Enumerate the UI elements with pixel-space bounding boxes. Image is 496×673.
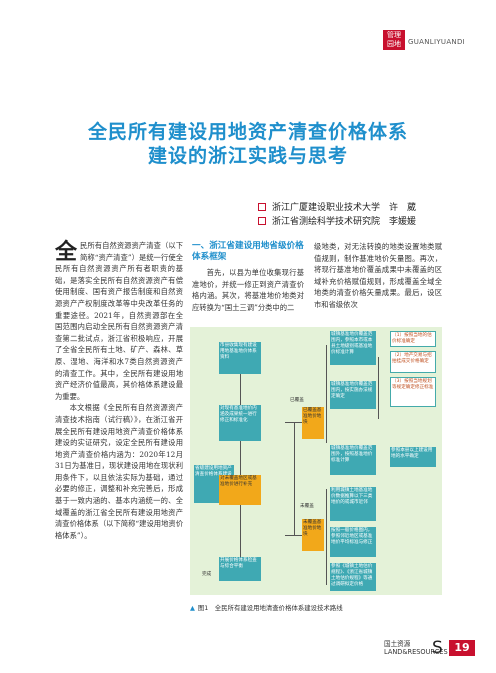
square-bullet-icon: [258, 203, 266, 211]
square-bullet-icon: [258, 217, 266, 225]
connector-line: [240, 365, 241, 561]
flow-box-r3: （3）按照当地规划等规定确定修正标准: [390, 377, 436, 407]
author-2-text: 浙江省测绘科学技术研究院 李媛媛: [272, 217, 417, 227]
column-logo: 管理 园地: [383, 30, 405, 50]
flow-box-r1: （1）按照当地的估价标准确定: [390, 331, 436, 347]
body-column-3: 级地类，对无法转换的地类设置地类赋值规则，制作基准地价矢量图。再次，将现行基准地…: [314, 242, 442, 309]
connector-line: [326, 489, 327, 585]
connector-line: [285, 422, 302, 423]
flow-box-b3: 参照《城镇土地估价规程》、《浙江省城镇土地估价规程》等通过调研拟定价格: [330, 563, 376, 591]
author-line-1: 浙江广厦建设职业技术大学 许 葳: [258, 200, 416, 213]
magazine-s-letter: S: [432, 638, 443, 658]
author-line-2: 浙江省测绘科学技术研究院 李媛媛: [258, 214, 416, 227]
flow-box-step2: 对现有基准地价内涵及成果统一进行修正和标准化: [219, 405, 261, 441]
figure-caption-text: 图1 全民所有建设用地清查价格体系建设技术路线: [197, 604, 343, 612]
column-logo-line2: 园地: [387, 40, 401, 48]
flowchart-figure: 省级建设用地资产清查价格体系建设 市县收集现有建设用地基准地价体系资料 对现有基…: [190, 327, 442, 595]
figure-label-complete: 完成: [202, 572, 212, 577]
paragraph-1: 民所有自然资源资产清查（以下简称“资产清查”）是统一行使全民所有自然资源资产所有…: [55, 241, 183, 401]
author-1-text: 浙江广厦建设职业技术大学 许 葳: [272, 203, 417, 213]
figure-label-uncovered: 未覆盖: [300, 504, 314, 509]
triangle-marker-icon: ▲: [190, 604, 195, 612]
section-heading: 一、浙江省建设用地省级价格体系框架: [192, 241, 304, 262]
flow-box-a2: 城镇基准地价覆盖范围内，按实施办法规定确定: [330, 381, 376, 409]
article-title-line2: 建设的浙江实践与思考: [147, 145, 348, 167]
body-column-2: 首先，以县为单位收集现行基准地价，并统一修正到资产清查价格内涵。其次，将基准地价…: [192, 268, 304, 312]
flow-box-r4: 参照本县以上建设用地的水平确定: [390, 447, 436, 467]
flow-box-a3: 城镇基准地价覆盖范围外，按照基准地价标准计算: [330, 445, 376, 475]
connector-line: [294, 422, 295, 536]
magazine-name-en: LAND&RESOURCES: [384, 648, 448, 656]
flow-box-b1: 利用城镇土地基准地价数据推算以下三类地价的或城市近邻: [330, 487, 376, 521]
connector-line: [285, 535, 302, 536]
magazine-name-cn: 国土资源: [384, 640, 411, 648]
drop-cap: 全: [55, 239, 78, 265]
column-pinyin: GUANLIYUANDI: [408, 38, 466, 46]
flow-box-uncovered: 未覆盖基准地价地块: [302, 519, 324, 551]
article-title-line1: 全民所有建设用地资产清查价格体系: [87, 121, 408, 143]
page-number: 19: [449, 640, 475, 656]
magazine-name: 国土资源 LAND&RESOURCES: [384, 640, 448, 656]
flow-box-b2: 按照一般价格图内，参照邻近地区或基准地价平均标准与修正: [330, 527, 376, 557]
figure-label-covered: 已覆盖: [290, 398, 304, 403]
flow-box-a1: 城镇基准地价覆盖范围内，参照本市或本县土地级别或基准地价标准计算: [330, 331, 376, 365]
flow-box-step3: 对未覆盖地区或基准地价进行补充: [219, 475, 261, 505]
figure-caption: ▲图1 全民所有建设用地清查价格体系建设技术路线: [190, 603, 343, 612]
connector-line: [378, 357, 379, 419]
column-logo-line1: 管理: [387, 31, 401, 39]
paragraph-2: 本文根据《全民所有自然资源资产清查技术指南（试行稿）》，在浙江省开展全民所有建设…: [55, 403, 183, 540]
flow-box-step1: 市县收集现有建设用地基准地价体系资料: [219, 342, 261, 374]
flow-box-step4: 开展价格体系检查与综合平衡: [219, 557, 261, 581]
flow-box-covered: 已覆盖基准地价地块: [302, 407, 324, 439]
body-column-1: 全民所有自然资源资产清查（以下简称“资产清查”）是统一行使全民所有自然资源资产所…: [55, 240, 183, 541]
flow-box-r2: （2）地产交易与招拍挂成交价格确定: [390, 351, 436, 373]
connector-line: [326, 345, 327, 443]
